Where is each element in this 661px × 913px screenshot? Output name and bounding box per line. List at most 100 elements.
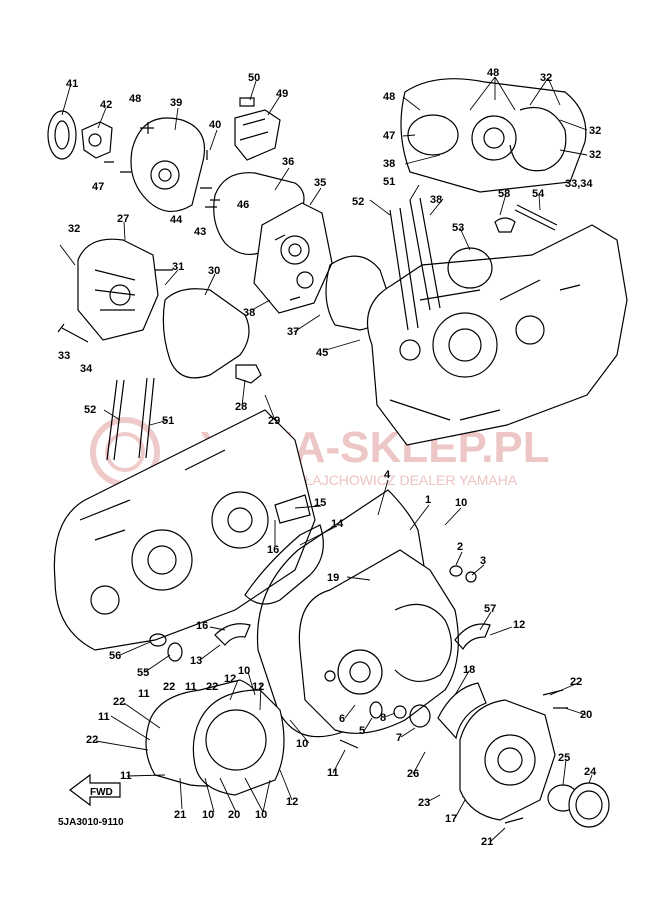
callout-57: 57 [484, 603, 496, 615]
callout-54: 54 [532, 188, 545, 200]
left-cover-group [47, 110, 220, 212]
callout-47b: 47 [383, 130, 395, 142]
part-13 [214, 623, 251, 646]
callout-53: 53 [452, 222, 464, 234]
plug-55 [167, 642, 183, 662]
callout-labels: 41 42 48 39 50 49 40 47 36 35 44 46 43 3… [58, 67, 601, 848]
callout-38b: 38 [430, 194, 442, 206]
part-28 [235, 364, 262, 384]
callout-33: 33 [58, 350, 70, 362]
callout-42: 42 [100, 99, 112, 111]
callout-20: 20 [580, 709, 592, 721]
callout-12c: 12 [252, 681, 264, 693]
callout-29: 29 [268, 415, 280, 427]
small-parts-2-3 [449, 565, 477, 583]
callout-55: 55 [137, 667, 149, 679]
diagram-code: 5JA3010-9110 [58, 817, 124, 828]
bolt-11 [339, 739, 359, 749]
callout-52b: 52 [84, 404, 96, 416]
callout-17: 17 [445, 813, 457, 825]
callout-10e: 10 [255, 809, 267, 821]
callout-30: 30 [208, 265, 220, 277]
bolt-21 [504, 817, 524, 824]
callout-31: 31 [172, 261, 184, 273]
crankcase-cover-1 [298, 549, 459, 734]
callout-11e: 11 [185, 681, 197, 693]
callout-12b: 12 [224, 673, 236, 685]
callout-14: 14 [331, 518, 344, 530]
callout-32d: 32 [589, 149, 601, 161]
callout-44: 44 [170, 214, 183, 226]
callout-11b: 11 [138, 688, 150, 700]
right-crankcase-inset [400, 78, 587, 193]
callout-39: 39 [170, 97, 182, 109]
callout-32b: 32 [540, 72, 552, 84]
callout-15: 15 [314, 497, 326, 509]
callout-19: 19 [327, 572, 339, 584]
callout-47: 47 [92, 181, 104, 193]
callout-11c: 11 [98, 711, 110, 723]
part-18 [437, 682, 487, 740]
callout-33-34: 33,34 [565, 178, 593, 190]
callout-25: 25 [558, 752, 570, 764]
callout-7: 7 [396, 732, 402, 744]
crankcase-cover-27 [77, 238, 173, 341]
callout-16b: 16 [196, 620, 208, 632]
callout-43: 43 [194, 226, 206, 238]
callout-12: 12 [513, 619, 525, 631]
callout-38c: 38 [383, 158, 395, 170]
part-58 [494, 217, 516, 233]
fwd-arrow: FWD [69, 773, 121, 807]
callout-18: 18 [463, 664, 475, 676]
leader-lines [59, 76, 593, 843]
callout-35: 35 [314, 177, 326, 189]
callout-21b: 21 [174, 809, 186, 821]
callout-23: 23 [418, 797, 430, 809]
callout-13: 13 [190, 655, 202, 667]
callout-10d: 10 [202, 809, 214, 821]
callout-49: 49 [276, 88, 288, 100]
callout-46: 46 [237, 199, 249, 211]
callout-1: 1 [425, 494, 431, 506]
crankcase-left [53, 409, 316, 651]
callout-28: 28 [235, 401, 247, 413]
crankcase-right [366, 224, 628, 446]
callout-12d: 12 [286, 796, 298, 808]
callout-51: 51 [383, 176, 395, 188]
callout-34: 34 [80, 363, 93, 375]
callout-37: 37 [287, 326, 299, 338]
callout-52: 52 [352, 196, 364, 208]
seal-56 [149, 633, 167, 647]
callout-36: 36 [282, 156, 294, 168]
callout-56: 56 [109, 650, 121, 662]
callout-22b: 22 [113, 696, 125, 708]
part-57 [454, 623, 491, 651]
callout-48c: 48 [383, 91, 395, 103]
callout-6: 6 [339, 713, 345, 725]
generator-cover [459, 699, 556, 821]
clutch-cover-lower [192, 689, 285, 796]
callout-58: 58 [498, 188, 510, 200]
stud-bolts-51-52 [389, 197, 441, 331]
callout-10: 10 [455, 497, 467, 509]
callout-22c: 22 [86, 734, 98, 746]
callout-22d: 22 [163, 681, 175, 693]
bolt-54 [514, 204, 558, 231]
part-15 [274, 494, 311, 524]
cover-35 [253, 202, 333, 314]
callout-10b: 10 [296, 738, 308, 750]
callout-22e: 22 [206, 681, 218, 693]
callout-40: 40 [209, 119, 221, 131]
stud-bolts-left [106, 377, 155, 461]
callout-48b: 48 [487, 67, 499, 79]
callout-4: 4 [384, 469, 391, 481]
breather-cover-group [234, 97, 281, 161]
callout-24: 24 [584, 766, 597, 778]
callout-3: 3 [480, 555, 486, 567]
callout-11d: 11 [120, 770, 132, 782]
callout-26: 26 [407, 768, 419, 780]
gasket-14 [244, 524, 324, 605]
small-parts-5-8-7 [369, 701, 431, 728]
bolt-33 [57, 323, 89, 343]
